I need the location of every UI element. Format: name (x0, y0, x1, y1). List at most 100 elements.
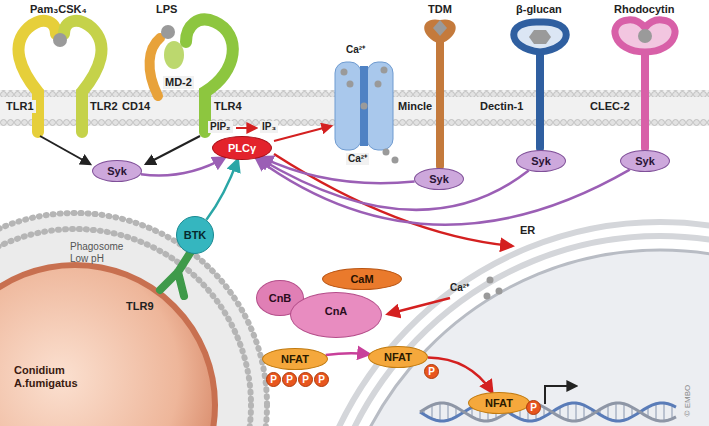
ligand-label: LPS (156, 3, 177, 16)
node-text: NFAT (384, 351, 412, 363)
ligand-label: Rhodocytin (614, 3, 675, 16)
ion-label: Ca²⁺ (346, 153, 369, 165)
dna-rung (623, 404, 625, 420)
signal-arrow (256, 159, 629, 225)
phagosome-membrane (0, 229, 251, 426)
phosphate: P (298, 372, 313, 387)
receptor-label: CLEC-2 (588, 100, 632, 113)
dna-rung (447, 404, 449, 420)
node-text: Syk (531, 155, 551, 167)
dna-rung (607, 405, 609, 419)
node-text: P (428, 366, 435, 377)
node-text: PLCγ (228, 142, 256, 154)
dna-rung (615, 403, 617, 421)
receptor-label: MD-2 (163, 76, 194, 89)
receptor-label: Dectin-1 (478, 100, 525, 113)
dectin-1 (514, 22, 567, 52)
ligand-label: β-glucan (516, 3, 562, 16)
ligand-label: TDM (428, 3, 452, 16)
calmodulin: CaM (322, 268, 402, 290)
dna-rung (663, 403, 665, 421)
node-text: CnB (269, 292, 292, 304)
signal-arrow (259, 158, 529, 210)
receptor-label: TLR2 (88, 100, 120, 113)
receptor-label: TLR1 (4, 100, 36, 113)
syk-kinase: Syk (92, 160, 142, 182)
dna-helix (420, 403, 676, 421)
btk-kinase: BTK (176, 216, 214, 254)
transcription-arrow (545, 386, 576, 404)
ca-channel (335, 62, 361, 150)
node-text: NFAT (485, 397, 513, 409)
compartment-label: Phagosome Low pH (70, 241, 130, 264)
receptor-label: CD14 (120, 100, 152, 113)
node-text: P (270, 374, 277, 385)
node-text: P (318, 374, 325, 385)
tlr2 (64, 21, 101, 132)
nfat-protein: NFAT (262, 348, 328, 370)
node-text: NFAT (281, 353, 309, 365)
dectin-1 (536, 50, 544, 148)
ligand (433, 20, 447, 36)
receptor-label: TLR4 (212, 100, 244, 113)
copyright-note: © EMBO (683, 385, 692, 417)
clec-2 (641, 50, 649, 148)
signal-arrow (326, 353, 369, 355)
node-text: Syk (429, 173, 449, 185)
dna-rung (583, 405, 585, 419)
node-text: Syk (635, 155, 655, 167)
ca-channel (367, 62, 393, 150)
ligand (638, 29, 652, 43)
dna-rung (431, 405, 433, 419)
molecule-label: IP₃ (260, 121, 278, 133)
dna-rung (567, 404, 569, 420)
node-text: Syk (107, 165, 127, 177)
nfat-protein: NFAT (368, 346, 428, 368)
ion-label: Ca²⁺ (450, 282, 469, 294)
ligand (529, 30, 551, 44)
ligand (161, 25, 175, 39)
node-text: CnA (325, 305, 348, 317)
organelle-label: ER (520, 224, 535, 237)
phosphate: P (424, 364, 439, 379)
arrow (146, 136, 200, 164)
phosphate: P (314, 372, 329, 387)
phosphate: P (282, 372, 297, 387)
ligand-label: Pam₃CSK₄ (30, 3, 87, 16)
tlr9 (160, 250, 192, 296)
arrow (388, 298, 450, 314)
signal-arrow (141, 158, 225, 176)
phagosome (0, 215, 265, 426)
syk-kinase: Syk (516, 150, 566, 172)
syk-kinase: Syk (414, 168, 464, 190)
phosphate: P (266, 372, 281, 387)
signal-arrow (206, 160, 237, 220)
compartment-label: Conidium A.fumigatus (14, 364, 94, 389)
molecule-label: PIP₂ (208, 121, 233, 133)
arrow (40, 136, 90, 164)
dna-strand (420, 403, 676, 421)
dna-strand (420, 403, 676, 421)
phagosome-membrane (0, 213, 267, 426)
tlr1 (19, 21, 56, 132)
ion-label: Ca²⁺ (346, 44, 365, 56)
dna-rung (671, 405, 673, 419)
receptor-label: TLR9 (126, 300, 154, 313)
mincle (424, 19, 456, 44)
nfat-protein: NFAT (468, 392, 530, 414)
dna-rung (439, 403, 441, 421)
node-text: CaM (350, 273, 373, 285)
ca-channel (360, 66, 368, 146)
node-text: P (302, 374, 309, 385)
node-text: P (530, 402, 537, 413)
syk-kinase: Syk (620, 150, 670, 172)
er-membrane (316, 236, 709, 426)
signal-arrow (261, 157, 414, 183)
node-text: P (286, 374, 293, 385)
dna-rung (575, 403, 577, 421)
phosphate: P (526, 400, 541, 415)
arrow (236, 127, 256, 129)
